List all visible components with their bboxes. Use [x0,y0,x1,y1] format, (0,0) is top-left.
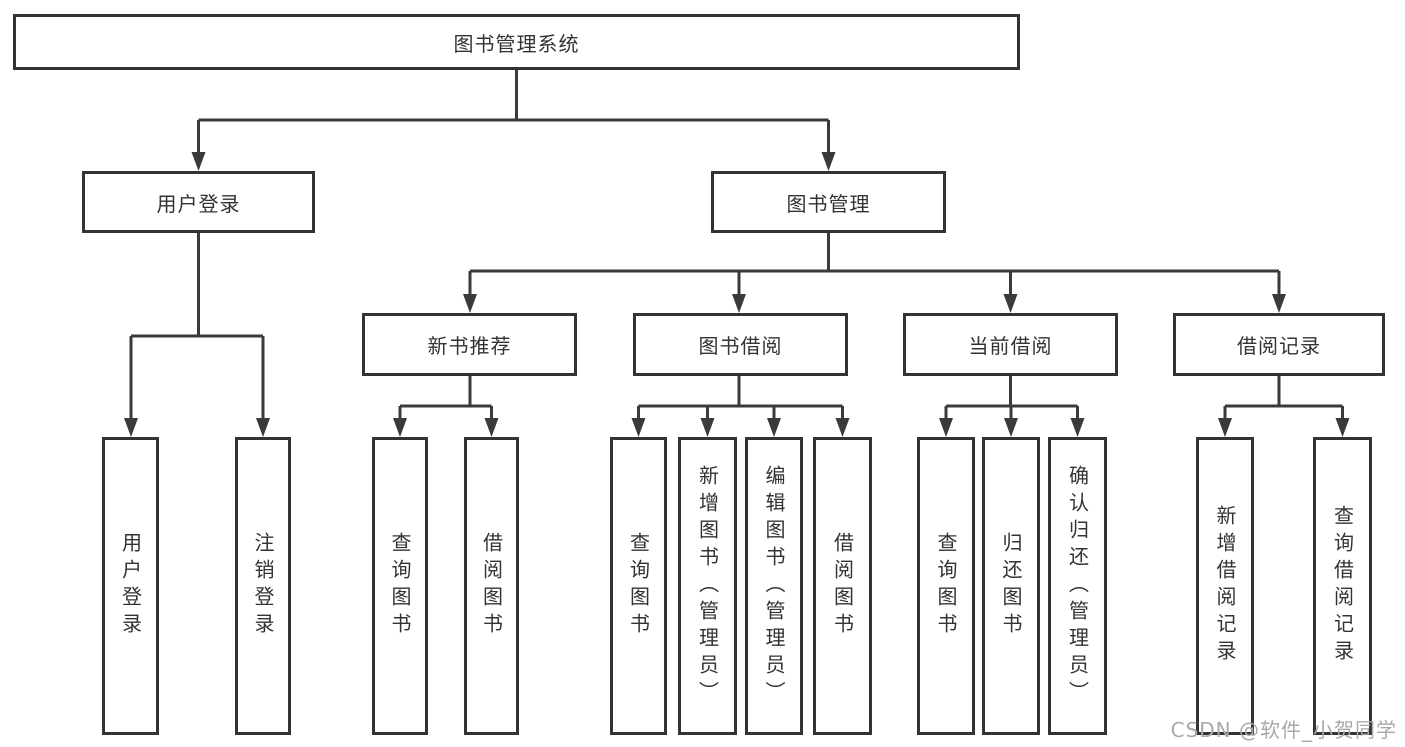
leaf-label: 查询图书 [626,532,651,640]
leaf-current-return-books: 归还图书 [982,437,1040,735]
node-book-borrowing: 图书借阅 [633,313,848,376]
arrow-down-icon [256,418,270,437]
arrow-down-icon [463,294,477,313]
arrow-down-icon [484,418,499,437]
arrow-down-icon [124,418,138,437]
leaf-borrowing-query-books: 查询图书 [610,437,667,735]
leaf-label: 新增图书（管理员） [695,464,720,708]
arrow-down-icon [631,418,646,437]
arrow-down-icon [732,294,746,313]
connector-book-management-to-level3 [468,233,1281,296]
leaf-query-borrow-record: 查询借阅记录 [1313,437,1372,735]
node-label: 当前借阅 [968,334,1053,358]
node-label: 用户登录 [156,191,241,216]
node-new-book-recommendation: 新书推荐 [362,313,577,376]
node-label: 图书管理 [786,191,871,216]
leaf-label: 借阅图书 [830,532,855,640]
arrow-down-icon [700,418,715,437]
leaf-borrowing-borrow-books: 借阅图书 [813,437,872,735]
node-label: 图书借阅 [698,334,783,358]
leaf-label: 查询图书 [934,532,958,640]
leaf-label: 借阅图书 [479,532,504,640]
leaf-current-query-books: 查询图书 [917,437,975,735]
leaf-newbook-borrow-books: 借阅图书 [464,437,519,735]
node-label: 图书管理系统 [453,31,580,56]
connector-user-login-to-leaves [129,233,265,420]
node-library-management-system: 图书管理系统 [13,14,1020,70]
leaf-newbook-query-books: 查询图书 [372,437,428,735]
leaf-label: 查询借阅记录 [1330,505,1355,667]
node-current-borrowing: 当前借阅 [903,313,1118,376]
csdn-watermark: CSDN @软件_小贺同学 [1170,718,1397,742]
arrow-down-icon [191,152,206,171]
connector-book-borrowing-to-leaves [637,376,844,420]
arrow-down-icon [821,152,836,171]
connector-current-borrowing-to-leaves [944,376,1079,420]
arrowheads [124,152,1350,437]
node-borrowing-records: 借阅记录 [1173,313,1385,376]
leaf-add-borrow-record: 新增借阅记录 [1196,437,1254,735]
node-label: 新书推荐 [427,334,512,358]
leaf-label: 用户登录 [118,532,143,640]
leaf-label: 确认归还（管理员） [1065,464,1090,708]
leaf-user-login: 用户登录 [102,437,159,735]
leaf-label: 查询图书 [388,532,412,640]
connector-root-to-level2 [197,70,830,153]
arrow-down-icon [1272,294,1286,313]
arrow-down-icon [939,418,953,437]
arrow-down-icon [1218,418,1232,437]
leaf-label: 归还图书 [999,532,1023,640]
connector-new-book-to-leaves [398,376,493,420]
arrow-down-icon [1003,294,1018,313]
node-user-login: 用户登录 [82,171,315,233]
connector-borrowing-records-to-leaves [1223,376,1344,420]
arrow-down-icon [1070,418,1085,437]
leaf-label: 编辑图书（管理员） [762,464,786,708]
leaf-logout: 注销登录 [235,437,291,735]
leaf-label: 注销登录 [251,532,275,640]
arrow-down-icon [835,418,850,437]
arrow-down-icon [393,418,407,437]
arrow-down-icon [767,418,781,437]
leaf-borrowing-edit-books-admin: 编辑图书（管理员） [745,437,803,735]
leaf-current-confirm-return-admin: 确认归还（管理员） [1048,437,1107,735]
arrow-down-icon [1335,418,1350,437]
arrow-down-icon [1004,418,1018,437]
node-book-management: 图书管理 [711,171,946,233]
node-label: 借阅记录 [1237,334,1321,358]
leaf-label: 新增借阅记录 [1213,505,1237,667]
leaf-borrowing-add-books-admin: 新增图书（管理员） [678,437,737,735]
